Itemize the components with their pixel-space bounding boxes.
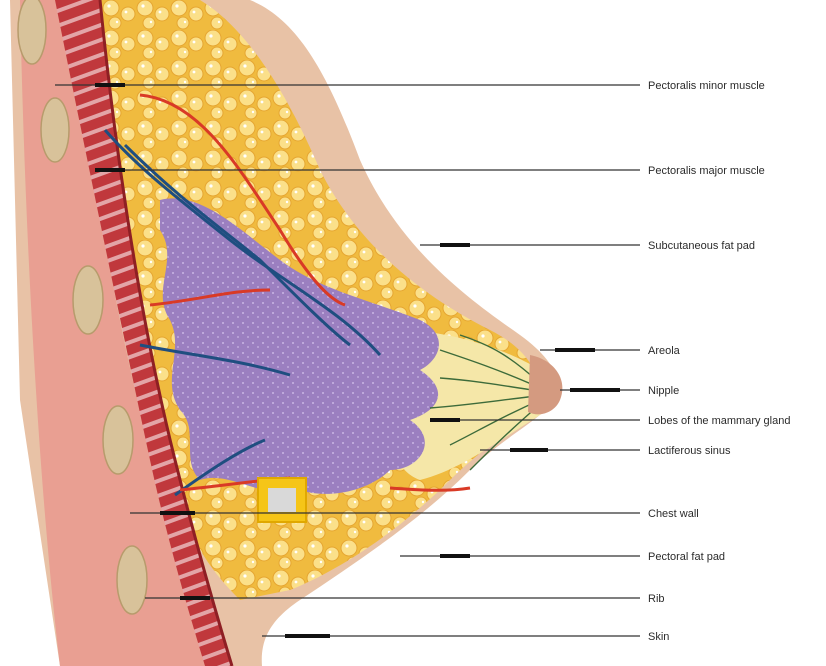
label-pectoral-fat-pad: Pectoral fat pad	[648, 551, 725, 563]
label-rib: Rib	[648, 593, 665, 605]
label-chest-wall: Chest wall	[648, 508, 699, 520]
label-subcutaneous-fat-pad: Subcutaneous fat pad	[648, 240, 755, 252]
label-pectoralis-major-muscle: Pectoralis major muscle	[648, 165, 765, 177]
label-skin: Skin	[648, 631, 669, 643]
label-pectoralis-minor-muscle: Pectoralis minor muscle	[648, 80, 765, 92]
label-areola: Areola	[648, 345, 681, 357]
label-lactiferous-sinus: Lactiferous sinus	[648, 445, 731, 457]
label-nipple: Nipple	[648, 385, 679, 397]
label-lobes-of-mammary-gland: Lobes of the mammary gland	[648, 415, 790, 427]
nipple	[528, 355, 562, 414]
marker-square-inner	[268, 488, 296, 512]
